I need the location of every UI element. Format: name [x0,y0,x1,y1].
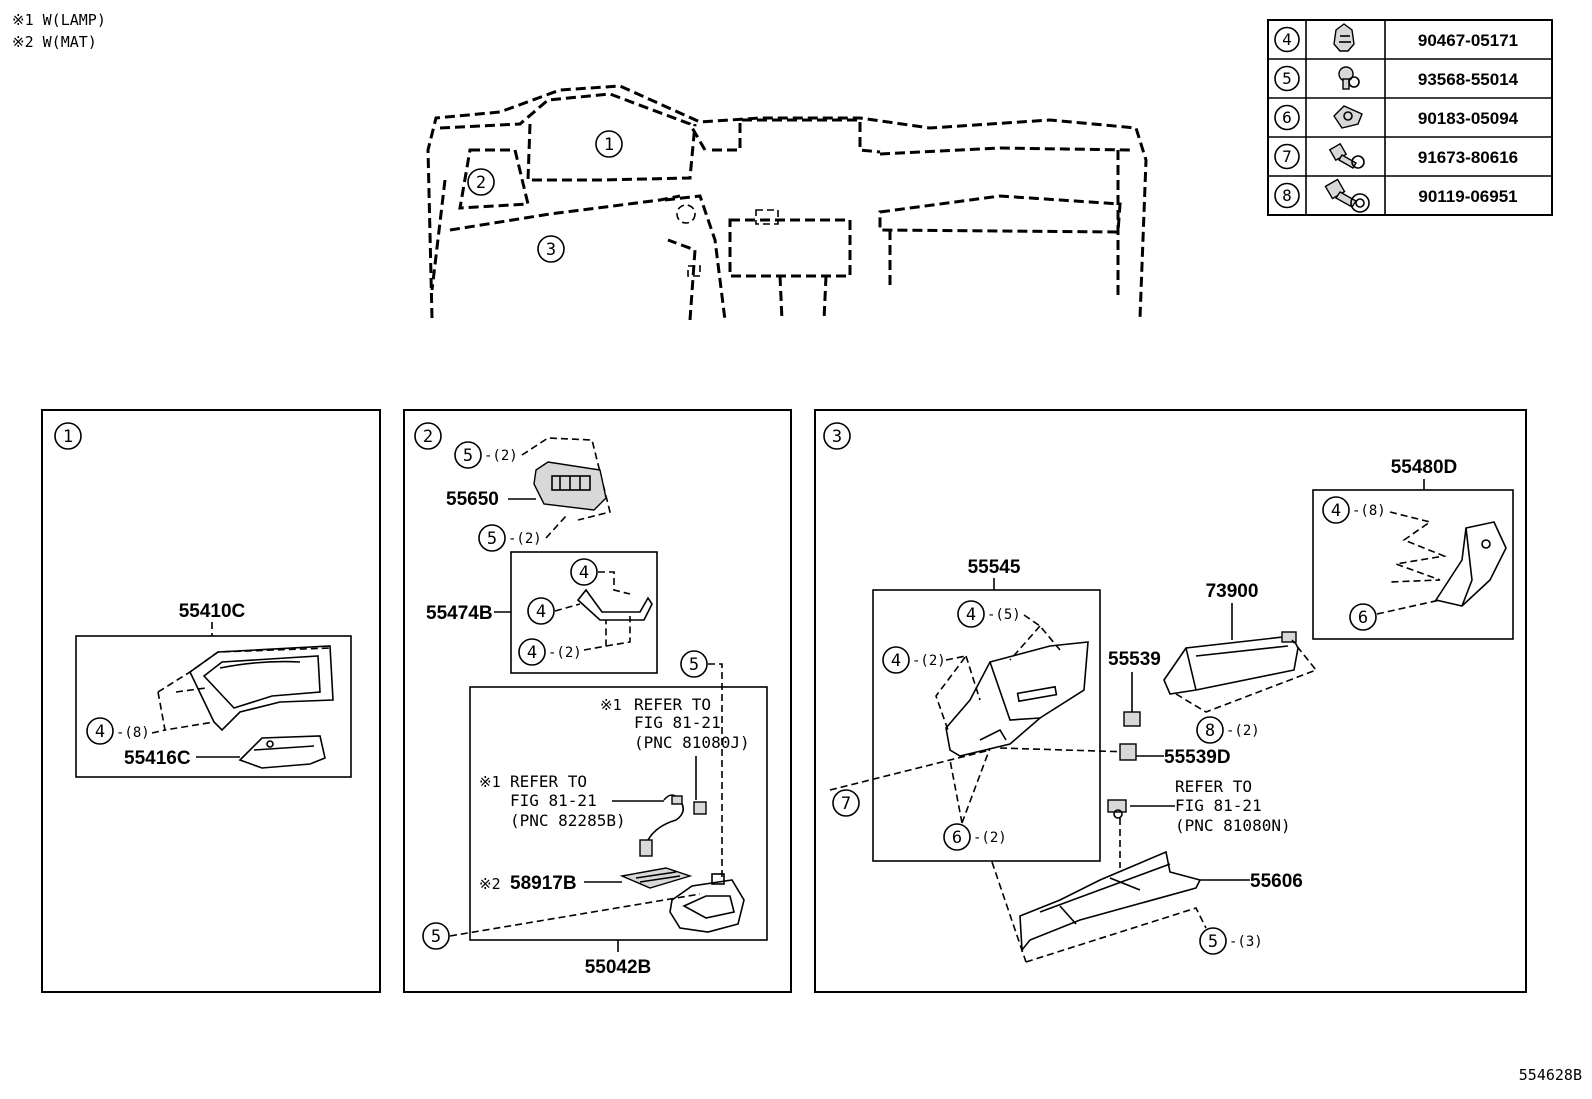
svg-text:5: 5 [1208,932,1218,952]
svg-text:4: 4 [1331,501,1341,521]
label-55545: 55545 [968,557,1021,578]
part-number: 90467-05171 [1418,31,1518,50]
note-lamp: ※1 W(LAMP) [12,11,106,29]
svg-text:5: 5 [487,529,497,549]
svg-text:REFER TO: REFER TO [1175,777,1252,796]
svg-text:8: 8 [1205,721,1215,741]
overview-callout-3: 3 [546,240,556,260]
nut-clip-icon [1333,105,1363,129]
fastener-table: 4 90467-05171 5 93568-55014 6 [1267,19,1553,216]
bolt-washer-icon [1324,178,1370,213]
mat-58917B [619,867,693,889]
svg-text:-(2): -(2) [548,645,582,661]
clip-callout-4: 4 [95,722,105,742]
side-panel-55480D [1434,521,1507,607]
label-55416C: 55416C [124,748,191,769]
bolt-icon [1328,142,1365,169]
label-55042B: 55042B [585,957,652,978]
panel-2: 2 5 -(2) 55650 5 -(2) 55474B 4 4 [403,409,792,993]
console-box-55042B [669,873,745,933]
svg-text:FIG 81-21: FIG 81-21 [510,791,597,810]
clip-55539 [1123,711,1141,727]
fastener-row-7: 7 91673-80616 [1274,142,1518,170]
svg-text:8: 8 [1282,186,1292,205]
label-55480D: 55480D [1391,457,1458,478]
part-number: 93568-55014 [1418,70,1519,89]
svg-text:-(2): -(2) [973,830,1007,846]
label-55474B: 55474B [426,603,493,624]
label-73900: 73900 [1206,581,1259,602]
label-55539D: 55539D [1164,747,1231,768]
svg-text:REFER TO: REFER TO [510,772,587,791]
part-number: 91673-80616 [1418,148,1518,167]
label-58917B: 58917B [510,873,577,894]
note-mat: ※2 W(MAT) [12,33,97,51]
clip-icon [1333,23,1355,52]
overview-callout-1: 1 [604,135,614,155]
panel-2-index: 2 [423,427,433,447]
svg-text:6: 6 [952,828,962,848]
svg-text:-(2): -(2) [912,653,946,669]
ref-mark-1: ※1 [600,696,622,714]
ref-mark-2: ※1 [479,773,501,791]
svg-text:(PNC 82285B): (PNC 82285B) [510,811,626,830]
lamp-wire-harness [639,794,707,857]
panel-3-index: 3 [832,427,842,447]
connector-81080N [1107,799,1127,819]
fastener-row-5: 5 93568-55014 [1274,65,1519,92]
svg-text:FIG 81-21: FIG 81-21 [1175,796,1262,815]
svg-text:REFER TO: REFER TO [634,695,711,714]
clip-qty: -(8) [116,725,150,741]
part-number: 90119-06951 [1418,187,1517,206]
svg-text:-(2): -(2) [1226,723,1260,739]
svg-text:-(5): -(5) [987,607,1021,623]
part-number: 90183-05094 [1418,109,1519,128]
svg-text:4: 4 [536,602,546,622]
svg-text:FIG 81-21: FIG 81-21 [634,713,721,732]
bracket-55474B [576,588,653,621]
fastener-row-4: 4 90467-05171 [1274,23,1518,53]
svg-text:(PNC 81080N): (PNC 81080N) [1175,816,1291,835]
drawing-number: 554628B [1519,1066,1582,1084]
svg-text:-(2): -(2) [484,448,518,464]
svg-text:7: 7 [1282,147,1292,166]
meter-hood [188,645,334,732]
svg-text:4: 4 [966,605,976,625]
dashboard-overview: 1 2 3 [426,84,1148,321]
fastener-row-8: 8 90119-06951 [1274,178,1518,213]
mat-mark: ※2 [479,875,501,893]
svg-text:5: 5 [689,655,699,675]
fastener-row-6: 6 90183-05094 [1274,104,1519,131]
svg-text:5: 5 [463,446,473,466]
module-73900 [1163,631,1299,695]
switch-panel-55650 [533,461,607,511]
meter-cover [238,735,326,769]
lower-panel-55545 [945,641,1089,757]
label-55606: 55606 [1250,871,1303,892]
label-55539: 55539 [1108,649,1161,670]
panel-1-index: 1 [63,427,73,447]
svg-text:4: 4 [1282,30,1292,49]
svg-text:4: 4 [579,563,589,583]
screw-icon [1338,66,1360,90]
svg-text:(PNC 81080J): (PNC 81080J) [634,733,750,752]
svg-text:-(3): -(3) [1229,934,1263,950]
svg-text:7: 7 [841,794,851,814]
svg-text:4: 4 [527,643,537,663]
svg-text:-(8): -(8) [1352,503,1386,519]
panel-3: 3 55545 4 -(5) 4 -(2) 7 6 -(2) 55 [814,409,1527,993]
svg-text:5: 5 [1282,69,1292,88]
panel-1: 1 55410C 4 -(8) 55416C [41,409,381,993]
overview-callout-2: 2 [476,173,486,193]
svg-text:4: 4 [891,651,901,671]
clip-55539D [1119,743,1137,761]
label-55410C: 55410C [179,601,246,622]
svg-text:6: 6 [1282,108,1292,127]
svg-text:5: 5 [431,927,441,947]
svg-text:-(2): -(2) [508,531,542,547]
label-55650: 55650 [446,489,499,510]
svg-text:6: 6 [1358,608,1368,628]
